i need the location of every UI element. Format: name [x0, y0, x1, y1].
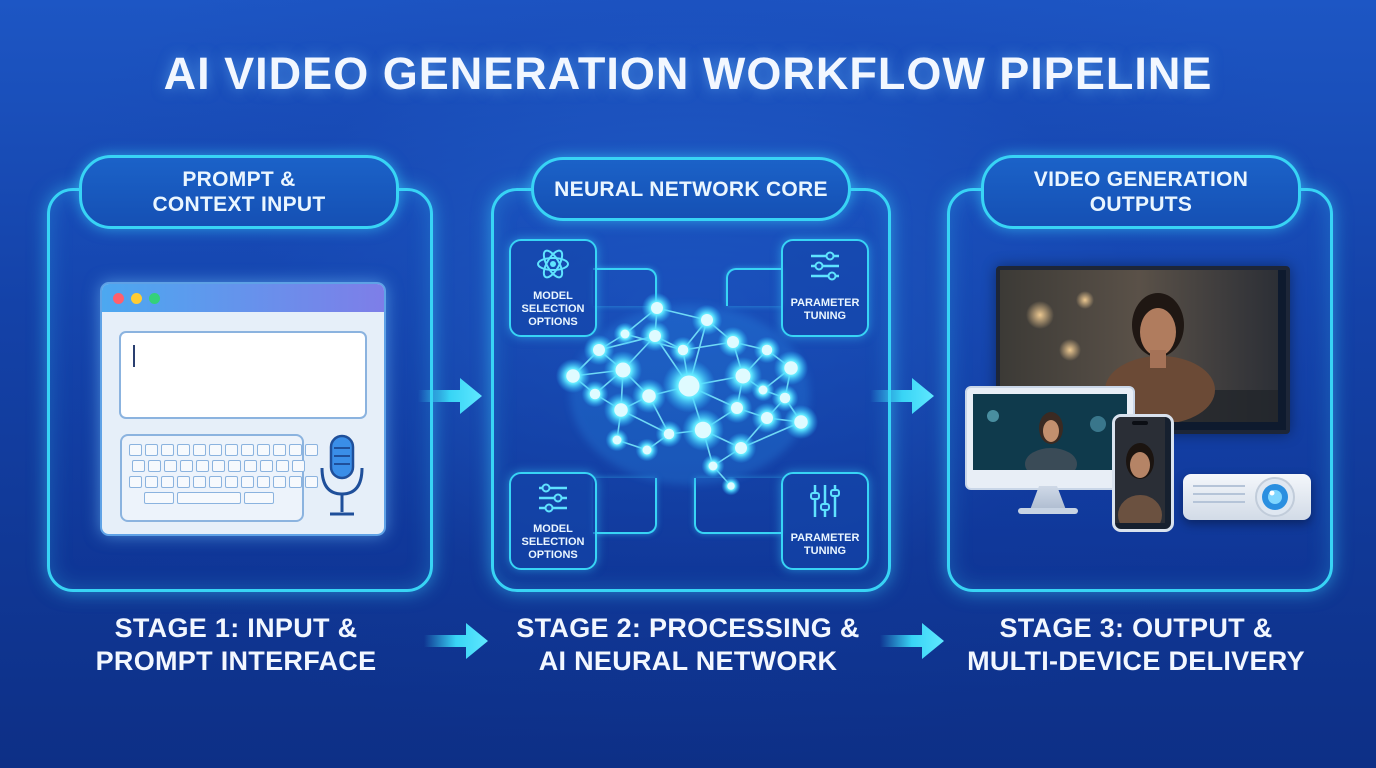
model-selection-box-top: MODEL SELECTION OPTIONS	[509, 239, 597, 337]
connector-bottom-left	[593, 478, 657, 534]
neural-brain-icon	[555, 292, 819, 496]
stage-3-label: STAGE 3: OUTPUT & MULTI-DEVICE DELIVERY	[956, 612, 1316, 678]
neural-node	[651, 302, 663, 314]
stage-1-header-line-1: PROMPT &	[182, 168, 296, 191]
stage-1-header-line-2: CONTEXT INPUT	[152, 193, 326, 216]
neural-node	[593, 344, 605, 356]
neural-node	[779, 392, 791, 404]
connector-top-right	[726, 268, 782, 306]
atom-icon	[537, 249, 569, 279]
window-close-dot	[113, 293, 124, 304]
phone-screen-portrait	[1115, 417, 1165, 529]
neural-node	[614, 403, 628, 417]
stage-2-label-line-1: STAGE 2: PROCESSING &	[516, 613, 860, 643]
stage-3-header: VIDEO GENERATION OUTPUTS	[981, 155, 1301, 229]
neural-node	[727, 482, 735, 490]
neural-node	[649, 330, 661, 342]
desktop-monitor-icon	[965, 386, 1135, 490]
equalizer-icon	[810, 485, 840, 517]
neural-node	[735, 368, 751, 384]
window-maximize-dot	[149, 293, 160, 304]
neural-node	[677, 344, 689, 356]
neural-node	[758, 385, 768, 395]
stage-3-label-line-1: STAGE 3: OUTPUT &	[999, 613, 1273, 643]
arrow-right-icon	[880, 623, 944, 659]
stage-2-header: NEURAL NETWORK CORE	[531, 157, 851, 221]
neural-node	[678, 375, 700, 397]
side-box-1-line-3: OPTIONS	[528, 316, 578, 328]
neural-node	[794, 415, 808, 429]
browser-window-icon	[100, 282, 386, 536]
side-box-1-line-2: SELECTION	[521, 303, 585, 315]
connector-top-left	[593, 268, 657, 306]
side-box-3-line-2: SELECTION	[521, 536, 585, 548]
stage-1-label-line-2: PROMPT INTERFACE	[95, 646, 377, 676]
stage-1-label: STAGE 1: INPUT & PROMPT INTERFACE	[56, 612, 416, 678]
smartphone-icon	[1112, 414, 1174, 532]
stage-3-header-line-2: OUTPUTS	[1089, 193, 1193, 216]
neural-node	[735, 442, 747, 454]
arrow-right-icon	[870, 378, 934, 414]
stage-1-header: PROMPT & CONTEXT INPUT	[79, 155, 399, 229]
neural-node	[612, 435, 622, 445]
microphone-icon	[320, 434, 364, 516]
side-box-3-line-1: MODEL	[533, 523, 573, 535]
neural-node	[694, 421, 712, 439]
neural-node	[589, 388, 601, 400]
side-box-4-line-2: TUNING	[803, 545, 847, 557]
stage-2-header-line-1: NEURAL NETWORK CORE	[554, 177, 828, 201]
stage-3-header-line-1: VIDEO GENERATION	[1033, 168, 1249, 191]
neural-node	[731, 402, 743, 414]
neural-node	[701, 314, 713, 326]
stage-2-label: STAGE 2: PROCESSING & AI NEURAL NETWORK	[508, 612, 868, 678]
arrow-right-icon	[418, 378, 482, 414]
monitor-base	[1018, 508, 1078, 514]
keyboard-icon	[120, 434, 318, 522]
monitor-screen-portrait	[973, 394, 1127, 470]
prompt-text-area	[119, 331, 367, 419]
side-box-3-line-3: OPTIONS	[528, 549, 578, 561]
sliders-icon	[811, 251, 839, 281]
text-caret	[133, 345, 135, 367]
neural-node	[727, 336, 739, 348]
sliders-icon	[539, 483, 567, 513]
neural-node	[620, 329, 630, 339]
diagram-title: AI VIDEO GENERATION WORKFLOW PIPELINE	[163, 48, 1213, 99]
window-minimize-dot	[131, 293, 142, 304]
stage-1-label-line-1: STAGE 1: INPUT &	[114, 613, 358, 643]
neural-node	[615, 362, 631, 378]
neural-node	[642, 389, 656, 403]
side-box-4-line-1: PARAMETER	[790, 532, 860, 544]
neural-node	[784, 361, 798, 375]
neural-node	[663, 428, 675, 440]
model-selection-box-bottom: MODEL SELECTION OPTIONS	[509, 472, 597, 570]
side-box-2-line-1: PARAMETER	[790, 297, 860, 309]
parameter-tuning-box-bottom: PARAMETER TUNING	[781, 472, 869, 570]
neural-node	[642, 445, 652, 455]
projector-icon	[1183, 474, 1311, 520]
side-box-2-line-2: TUNING	[803, 310, 847, 322]
neural-node	[761, 412, 773, 424]
side-box-1-line-1: MODEL	[533, 290, 573, 302]
connector-bottom-right	[694, 478, 782, 534]
arrow-right-icon	[424, 623, 488, 659]
neural-node	[761, 344, 773, 356]
neural-node	[708, 461, 718, 471]
stage-2-label-line-2: AI NEURAL NETWORK	[538, 646, 838, 676]
stage-3-label-line-2: MULTI-DEVICE DELIVERY	[967, 646, 1305, 676]
parameter-tuning-box-top: PARAMETER TUNING	[781, 239, 869, 337]
neural-node	[566, 369, 580, 383]
